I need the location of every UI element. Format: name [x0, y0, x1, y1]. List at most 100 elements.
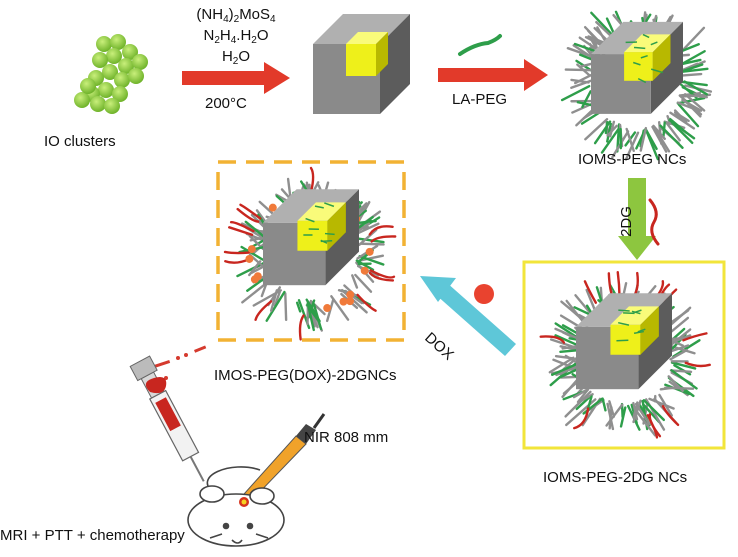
ioms-peg-label: IOMS-PEG NCs	[578, 151, 687, 168]
io-sphere	[96, 36, 112, 52]
therapy-label: MRI + PTT + chemotherapy	[0, 527, 185, 544]
ioms-peg-2dg-nanocube	[539, 271, 711, 439]
peg-strand	[249, 236, 266, 242]
la-peg-strand	[458, 34, 502, 56]
peg-strand	[562, 355, 580, 371]
io-sphere	[90, 96, 106, 112]
2dg-ligand	[682, 332, 708, 342]
peg-strand	[560, 84, 591, 102]
temperature-label: 200°C	[205, 95, 247, 112]
iomos-yellow-core	[346, 32, 388, 76]
pegylation-arrow	[438, 59, 548, 91]
core-strand	[650, 68, 664, 74]
peg-strand	[683, 80, 709, 96]
io-sphere	[112, 86, 128, 102]
dox-dot	[253, 272, 262, 281]
peg-strand	[632, 399, 642, 424]
peg-strand	[654, 128, 671, 153]
ioms-peg-nanocube	[560, 10, 713, 161]
peg-strand	[355, 222, 380, 235]
core-strand	[633, 46, 646, 50]
core-strand	[324, 232, 335, 236]
peg-strand	[680, 58, 702, 66]
peg-strand	[351, 274, 359, 289]
peg-strand	[670, 361, 697, 370]
core-side	[327, 202, 346, 251]
peg-strand	[559, 348, 580, 353]
peg-strand	[551, 362, 580, 376]
2dg-ligand	[583, 280, 598, 304]
2dg-ligand	[223, 250, 251, 255]
peg-strand	[670, 369, 698, 390]
syringe-icon	[129, 355, 205, 482]
peg-strand	[662, 121, 666, 138]
core-strand	[640, 54, 648, 59]
2dg-ligand	[661, 404, 680, 427]
core-front	[624, 52, 653, 81]
peg-strand	[619, 406, 627, 428]
peg-strand	[552, 358, 578, 371]
io-sphere	[122, 44, 138, 60]
peg-strand	[669, 369, 693, 373]
reagent-water: H2O	[221, 48, 251, 67]
peg-strand	[284, 292, 288, 322]
nir-laser-icon	[243, 413, 326, 501]
peg-strand	[601, 397, 607, 412]
peg-strand	[605, 403, 624, 427]
io-sphere	[80, 78, 96, 94]
io-sphere	[92, 52, 108, 68]
core-strand	[623, 312, 635, 315]
peg-strand	[564, 68, 594, 72]
core-strand	[632, 61, 641, 66]
cube-side	[638, 293, 672, 390]
peg-strand	[295, 301, 302, 313]
dox-dot	[360, 266, 369, 275]
io-clusters-label: IO clusters	[44, 133, 116, 150]
2dg-ligand	[616, 271, 621, 298]
peg-strand	[558, 368, 579, 379]
core-strand	[324, 202, 335, 208]
peg-strand	[681, 98, 703, 112]
2dg-ligand	[684, 361, 711, 368]
io-sphere	[118, 58, 134, 74]
dox-loaded-frame	[216, 160, 406, 342]
peg-strand	[682, 63, 704, 72]
la-peg-label: LA-PEG	[452, 91, 508, 108]
drug-droplet	[145, 377, 167, 394]
peg-strand	[554, 334, 578, 346]
peg-strand	[340, 288, 368, 314]
peg-strand	[677, 103, 700, 128]
io-sphere	[132, 54, 148, 70]
peg-strand	[668, 344, 690, 353]
mouse-icon	[187, 466, 285, 547]
peg-strand	[246, 276, 267, 292]
core-strand	[637, 328, 646, 333]
reagent-ammonium-thiomolybdate: (NH4)2MoS4	[196, 6, 276, 25]
2dg-ligand	[368, 271, 395, 282]
core-side	[640, 306, 659, 355]
peg-strand	[359, 254, 385, 262]
peg-strand	[250, 266, 264, 274]
2dg-ligand	[573, 407, 590, 430]
2dg-ligand	[298, 314, 305, 341]
dox-dot	[245, 254, 254, 263]
2dg-label: 2DG	[617, 206, 635, 237]
dox-loading-arrow	[420, 276, 516, 356]
peg-strand	[668, 118, 696, 140]
reagent-hydrazine-hydrate: N2H4.H2O	[203, 27, 269, 46]
core-strand	[650, 41, 658, 46]
peg-strand	[652, 124, 666, 141]
core-strand	[618, 321, 630, 326]
dox-dot	[339, 297, 348, 306]
peg-strand	[670, 328, 692, 346]
2dg-ligand	[228, 226, 254, 236]
synthesis-reagents: (NH4)2MoS4 N2H4.H2O H2O	[188, 4, 284, 67]
peg-strand	[639, 129, 645, 148]
core-strand	[634, 309, 642, 314]
peg-strand	[354, 273, 373, 293]
peg-strand	[240, 245, 264, 261]
peg-strand	[645, 129, 659, 161]
2dg-ligand	[370, 235, 397, 243]
peg-strand	[572, 388, 589, 399]
